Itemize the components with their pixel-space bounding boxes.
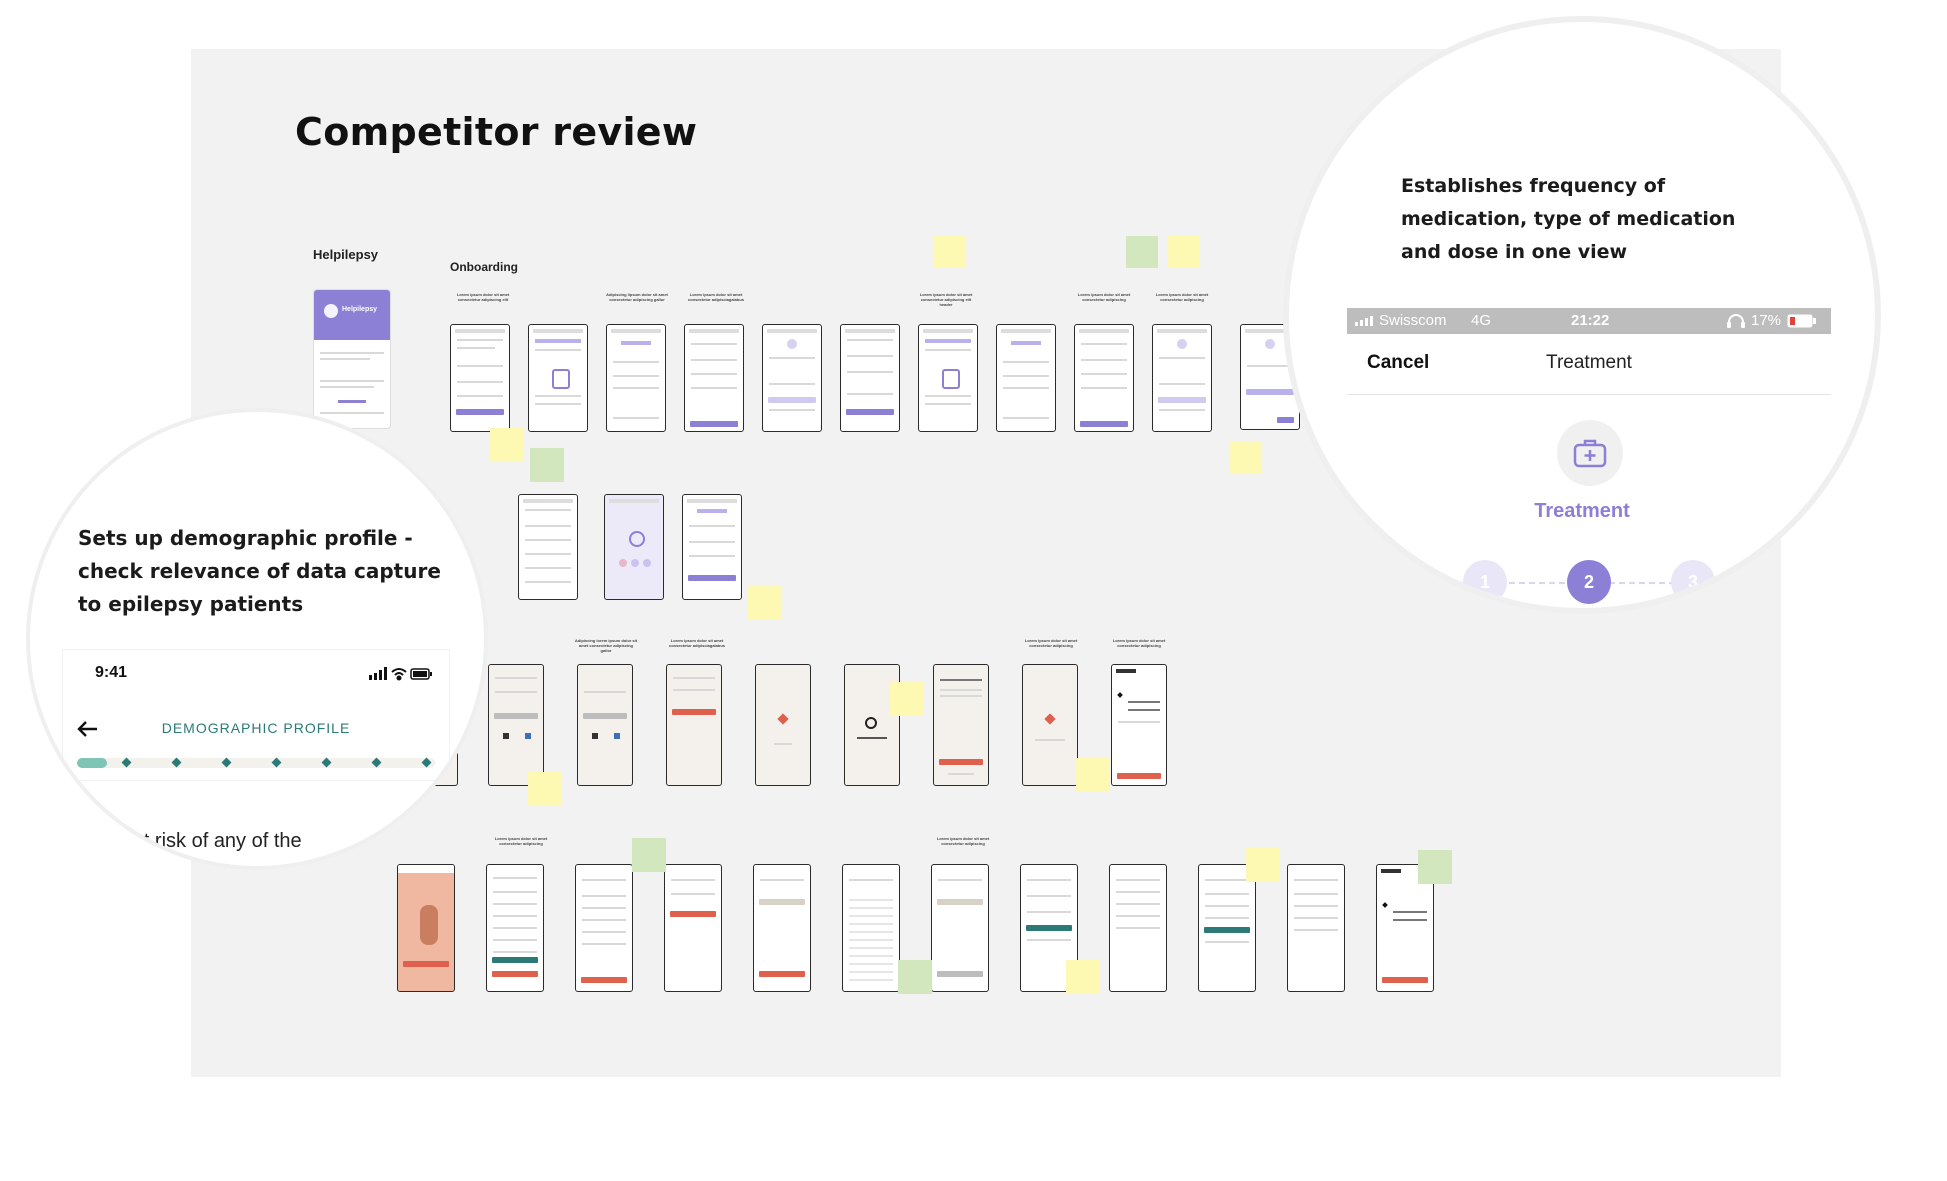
treatment-callout: Establishes frequency of medication, typ… — [1283, 16, 1881, 614]
progress-step — [421, 757, 432, 768]
signal-icon — [369, 667, 387, 680]
noom-screen — [488, 664, 544, 786]
noom-screen — [1376, 864, 1434, 992]
question-fragment: u at risk of any of the — [116, 830, 302, 852]
status-icons — [369, 667, 432, 681]
battery-percent: 17% — [1751, 312, 1782, 329]
noom-screen — [486, 864, 544, 992]
noom-screen — [931, 864, 989, 992]
noom-screen — [842, 864, 900, 992]
progress-step — [321, 757, 332, 768]
sticky-note — [898, 960, 932, 994]
sticky-note — [632, 838, 666, 872]
sticky-note — [528, 772, 562, 806]
demographic-header-title: DEMOGRAPHIC PROFILE — [161, 720, 351, 736]
sticky-note — [1418, 850, 1452, 884]
noom-screen — [755, 664, 811, 786]
carrier-name: Swisscom — [1379, 312, 1447, 329]
demographic-phone-preview: 9:41 DEMOGRAPHIC PROFILE — [63, 650, 449, 780]
battery-icon — [1787, 314, 1816, 328]
onboarding-screen — [684, 324, 744, 432]
noom-screen — [1111, 664, 1167, 786]
treatment-nav-bar: Cancel Treatment — [1347, 334, 1831, 395]
noom-screen — [1109, 864, 1167, 992]
back-arrow-icon[interactable] — [77, 720, 99, 738]
noom-screen — [933, 664, 989, 786]
onboarding-screen — [918, 324, 978, 432]
page-title: Competitor review — [295, 110, 698, 154]
onboarding-screen — [996, 324, 1056, 432]
network-type: 4G — [1471, 312, 1492, 329]
onboarding-screen — [604, 494, 664, 600]
sticky-note — [890, 682, 924, 716]
onboarding-screen — [762, 324, 822, 432]
noom-screen — [1198, 864, 1256, 992]
medical-bag-icon-wrap — [1557, 420, 1623, 486]
sticky-note — [934, 236, 966, 268]
onboarding-screen — [840, 324, 900, 432]
helpilepsy-splash-screen: Helpilepsy — [314, 290, 390, 428]
sticky-note — [1168, 236, 1200, 268]
sticky-note — [1246, 848, 1280, 882]
cancel-button[interactable]: Cancel — [1367, 352, 1430, 373]
nav-title: Treatment — [1546, 352, 1632, 373]
onboarding-screen — [682, 494, 742, 600]
onboarding-label: Onboarding — [450, 260, 518, 274]
medical-bag-icon — [1573, 439, 1607, 468]
step-indicator[interactable]: 3 — [1671, 560, 1715, 604]
progress-fill — [77, 758, 107, 768]
noom-screen — [577, 664, 633, 786]
ios-status-bar: Swisscom 4G 21:22 17% — [1347, 308, 1831, 334]
onboarding-screen — [1152, 324, 1212, 432]
noom-screen — [397, 864, 455, 992]
status-clock: 21:22 — [1571, 312, 1610, 329]
sticky-note — [1076, 758, 1110, 792]
noom-screen — [1287, 864, 1345, 992]
sticky-note — [1126, 236, 1158, 268]
noom-screen — [753, 864, 811, 992]
progress-step — [121, 757, 132, 768]
signal-icon — [1355, 316, 1373, 326]
onboarding-screen — [450, 324, 510, 432]
status-time: 9:41 — [95, 664, 128, 681]
noom-screen — [575, 864, 633, 992]
step-indicator[interactable]: 1 — [1463, 560, 1507, 604]
battery-icon — [410, 668, 432, 680]
progress-step — [271, 757, 282, 768]
onboarding-screen — [518, 494, 578, 600]
progress-track — [77, 757, 435, 768]
helpilepsy-brand: Helpilepsy — [342, 306, 378, 313]
progress-step — [171, 757, 182, 768]
noom-screen — [1022, 664, 1078, 786]
demographic-callout: Sets up demographic profile - check rele… — [26, 408, 488, 870]
sticky-note — [1230, 442, 1262, 474]
sticky-note — [490, 428, 524, 462]
progress-step — [371, 757, 382, 768]
demographic-note: Sets up demographic profile - check rele… — [78, 526, 441, 616]
noom-screen — [664, 864, 722, 992]
treatment-note: Establishes frequency of medication, typ… — [1401, 175, 1736, 263]
headphones-icon — [1727, 314, 1745, 328]
progress-step — [221, 757, 232, 768]
onboarding-screen — [1074, 324, 1134, 432]
noom-screen — [666, 664, 722, 786]
sticky-note — [530, 448, 564, 482]
sticky-note — [748, 586, 782, 620]
onboarding-screen — [606, 324, 666, 432]
step-indicator-current[interactable]: 2 — [1567, 560, 1611, 604]
onboarding-screen — [528, 324, 588, 432]
sticky-note — [1066, 960, 1100, 994]
helpilepsy-label: Helpilepsy — [313, 247, 379, 262]
treatment-section-label: Treatment — [1534, 500, 1630, 522]
wifi-icon — [391, 668, 407, 681]
